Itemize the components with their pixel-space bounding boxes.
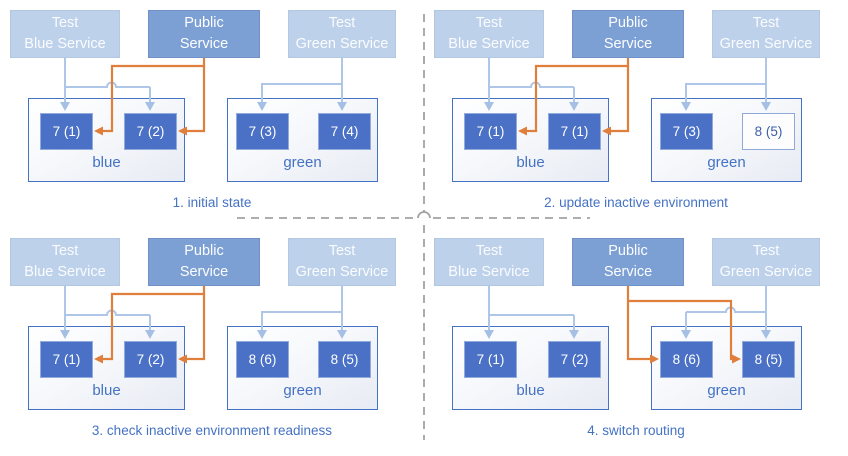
pod-blue-2: 7 (2)	[124, 341, 177, 378]
service-label-line: Blue Service	[24, 36, 106, 52]
service-label-line: Blue Service	[448, 36, 530, 52]
service-label-line: Green Service	[719, 36, 813, 52]
pod-green-2: 8 (5)	[742, 341, 795, 378]
service-label-line: Test	[51, 14, 79, 31]
service-label-line: Green Service	[295, 264, 389, 280]
service-label-line: Test	[475, 242, 503, 259]
environment-label: blue	[516, 382, 545, 399]
test-blue-service-box: Test Blue Service	[434, 10, 544, 58]
pod-blue-1: 7 (1)	[464, 341, 517, 378]
service-label-line: Test	[475, 14, 503, 31]
environment-label: blue	[92, 382, 121, 399]
panel-caption: 3. check inactive environment readiness	[91, 423, 333, 438]
service-label-line: Public	[184, 242, 224, 259]
service-label-line: Service	[179, 264, 229, 280]
service-label-line: Test	[328, 14, 356, 31]
panel-caption: 2. update inactive environment	[544, 195, 728, 210]
service-label-line: Service	[603, 264, 653, 280]
test-blue-service-box: Test Blue Service	[10, 10, 120, 58]
panel-caption: 4. switch routing	[587, 423, 685, 438]
pod-green-2: 8 (5)	[318, 341, 371, 378]
service-label-line: Test	[51, 242, 79, 259]
service-label-line: Service	[603, 36, 653, 52]
panel-1-initial-state: blue green Test Blue Service Public	[0, 0, 424, 228]
test-green-service-box: Test Green Service	[288, 238, 396, 286]
environment-label: green	[283, 154, 322, 171]
panel-caption: 1. initial state	[172, 195, 252, 210]
test-green-service-box: Test Green Service	[712, 10, 820, 58]
public-service-box: Public Service	[148, 10, 260, 58]
pod-green-2-starting: 8 (5)	[742, 113, 795, 150]
service-label-line: Blue Service	[24, 264, 106, 280]
panel-3-check-inactive-environment-readiness: blue green Test Blue Service Public	[0, 228, 424, 456]
panel-2-update-inactive-environment: blue green Test Blue Service Public	[424, 0, 848, 228]
service-label-line: Public	[184, 14, 224, 31]
environment-label: green	[707, 382, 746, 399]
pod-green-1: 7 (3)	[660, 113, 713, 150]
pod-blue-1: 7 (1)	[40, 341, 93, 378]
service-label-line: Public	[608, 14, 648, 31]
service-label-line: Green Service	[719, 264, 813, 280]
service-label-line: Public	[608, 242, 648, 259]
pod-blue-2: 7 (1)	[548, 113, 601, 150]
service-label-line: Test	[752, 14, 780, 31]
pod-green-1: 7 (3)	[236, 113, 289, 150]
service-label-line: Test	[752, 242, 780, 259]
test-green-service-box: Test Green Service	[288, 10, 396, 58]
pod-green-1: 8 (6)	[660, 341, 713, 378]
environment-label: blue	[516, 154, 545, 171]
pod-blue-1: 7 (1)	[40, 113, 93, 150]
pod-green-1: 8 (6)	[236, 341, 289, 378]
public-service-box: Public Service	[148, 238, 260, 286]
pod-blue-1: 7 (1)	[464, 113, 517, 150]
service-label-line: Blue Service	[448, 264, 530, 280]
pod-blue-2: 7 (2)	[548, 341, 601, 378]
environment-label: green	[283, 382, 322, 399]
service-label-line: Green Service	[295, 36, 389, 52]
service-label-line: Service	[179, 36, 229, 52]
pod-green-2: 7 (4)	[318, 113, 371, 150]
panel-4-switch-routing: blue green Test Blue Service Pub	[424, 228, 848, 456]
environment-label: blue	[92, 154, 121, 171]
pod-blue-2: 7 (2)	[124, 113, 177, 150]
service-label-line: Test	[328, 242, 356, 259]
test-blue-service-box: Test Blue Service	[10, 238, 120, 286]
test-green-service-box: Test Green Service	[712, 238, 820, 286]
environment-label: green	[707, 154, 746, 171]
test-blue-service-box: Test Blue Service	[434, 238, 544, 286]
public-service-box: Public Service	[572, 238, 684, 286]
public-service-box: Public Service	[572, 10, 684, 58]
